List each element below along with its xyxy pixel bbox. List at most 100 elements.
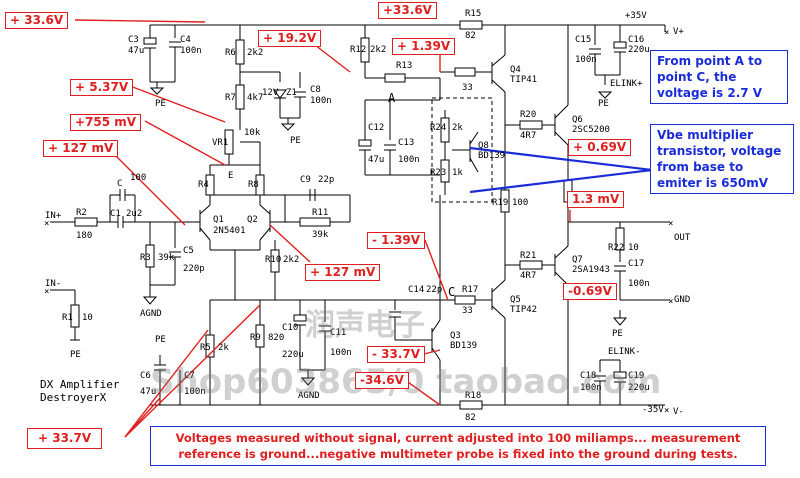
c6-c7 xyxy=(154,355,181,405)
watermark-chinese: 润声电子 xyxy=(305,308,425,343)
svg-text:C14: C14 xyxy=(408,285,424,295)
svg-text:39k: 39k xyxy=(158,253,175,263)
svg-text:PE: PE xyxy=(598,99,609,109)
svg-text:Q3: Q3 xyxy=(450,331,461,341)
svg-text:33: 33 xyxy=(462,83,473,93)
svg-text:R9: R9 xyxy=(250,333,261,343)
svg-text:33: 33 xyxy=(462,306,473,316)
output-lower xyxy=(439,195,569,405)
svg-text:C18: C18 xyxy=(580,371,596,381)
svg-text:220p: 220p xyxy=(183,264,205,274)
component-labels: C3 47u C4 100n PE R6 2k2 R7 4k7 VR1 10k … xyxy=(45,9,691,423)
svg-text:R1: R1 xyxy=(62,313,73,323)
svg-text:R24: R24 xyxy=(430,123,446,133)
svg-text:C16: C16 xyxy=(628,35,644,45)
svg-text:V+: V+ xyxy=(673,27,684,37)
svg-text:R6: R6 xyxy=(225,48,236,58)
svg-text:22p: 22p xyxy=(426,285,442,295)
svg-text:R2: R2 xyxy=(76,208,87,218)
svg-text:×: × xyxy=(664,406,669,416)
svg-text:C13: C13 xyxy=(398,138,414,148)
svg-text:PE: PE xyxy=(155,99,166,109)
svg-text:V-: V- xyxy=(673,407,684,417)
output-node xyxy=(568,221,670,326)
c15-c16 xyxy=(589,25,627,99)
svg-text:4k7: 4k7 xyxy=(247,93,263,103)
svg-text:IN-: IN- xyxy=(45,279,61,289)
voltage-755mv: +755 mV xyxy=(70,114,142,131)
svg-text:82: 82 xyxy=(465,413,476,423)
svg-text:C8: C8 xyxy=(310,85,321,95)
svg-text:2k2: 2k2 xyxy=(247,48,263,58)
svg-text:Q7: Q7 xyxy=(572,255,583,265)
q1-transistor xyxy=(199,195,211,250)
svg-text:100n: 100n xyxy=(580,383,602,393)
svg-text:TIP41: TIP41 xyxy=(510,75,537,85)
svg-text:C6: C6 xyxy=(140,371,151,381)
svg-text:PE: PE xyxy=(70,350,81,360)
feedback-network xyxy=(270,189,351,300)
svg-text:C1: C1 xyxy=(110,209,121,219)
svg-text:47u: 47u xyxy=(368,155,384,165)
svg-text:C11: C11 xyxy=(330,328,346,338)
svg-text:R10: R10 xyxy=(265,255,281,265)
svg-text:R11: R11 xyxy=(312,208,328,218)
svg-text:820: 820 xyxy=(268,333,284,343)
svg-text:100n: 100n xyxy=(180,46,202,56)
svg-text:IN+: IN+ xyxy=(45,211,62,221)
svg-text:C17: C17 xyxy=(628,259,644,269)
svg-text:4R7: 4R7 xyxy=(520,131,536,141)
svg-text:C7: C7 xyxy=(184,371,195,381)
svg-text:Q2: Q2 xyxy=(247,215,258,225)
svg-text:E: E xyxy=(228,171,233,181)
r18-resistor xyxy=(459,400,483,410)
svg-text:Q6: Q6 xyxy=(572,115,583,125)
svg-text:ELINK-: ELINK- xyxy=(608,347,641,357)
svg-text:BD139: BD139 xyxy=(478,151,505,161)
voltage-127mv-left: + 127 mV xyxy=(43,140,119,157)
svg-text:PE: PE xyxy=(612,329,623,339)
svg-text:R17: R17 xyxy=(462,285,478,295)
svg-text:R19: R19 xyxy=(492,198,508,208)
svg-text:47u: 47u xyxy=(128,46,144,56)
svg-text:100n: 100n xyxy=(575,55,597,65)
note-vbe-multiplier: Vbe multiplier transistor, voltage from … xyxy=(650,124,794,194)
svg-text:1k: 1k xyxy=(452,168,463,178)
svg-text:C: C xyxy=(448,285,455,299)
svg-text:-35V: -35V xyxy=(642,405,664,415)
svg-text:R7: R7 xyxy=(225,93,236,103)
svg-text:R15: R15 xyxy=(465,9,481,19)
terminals: × × × × × × xyxy=(44,28,673,416)
svg-text:×: × xyxy=(44,287,49,297)
blue-pointers xyxy=(469,146,653,194)
svg-text:100: 100 xyxy=(130,173,146,183)
svg-text:C19: C19 xyxy=(628,371,644,381)
vas-top xyxy=(360,25,492,100)
svg-text:2N5401: 2N5401 xyxy=(213,226,246,236)
voltage-1-3mv: 1.3 mV xyxy=(567,191,625,208)
input-network xyxy=(50,189,200,341)
svg-text:R20: R20 xyxy=(520,110,536,120)
svg-text:Z1: Z1 xyxy=(286,88,297,98)
svg-text:220u: 220u xyxy=(628,383,650,393)
svg-text:TIP42: TIP42 xyxy=(510,305,537,315)
svg-text:2k: 2k xyxy=(218,343,229,353)
voltage-19-2: + 19.2V xyxy=(258,30,322,47)
svg-text:AGND: AGND xyxy=(298,391,320,401)
svg-text:C4: C4 xyxy=(180,35,191,45)
svg-text:C12: C12 xyxy=(368,123,384,133)
svg-text:A: A xyxy=(388,91,396,105)
svg-text:×: × xyxy=(668,219,673,229)
svg-text:82: 82 xyxy=(465,31,476,41)
c12-c13 xyxy=(358,99,440,176)
svg-text:GND: GND xyxy=(674,295,690,305)
svg-text:R3: R3 xyxy=(140,253,151,263)
positive-rail xyxy=(150,24,666,32)
schematic-title: DX Amplifier DestroyerX xyxy=(40,378,119,404)
title-line-2: DestroyerX xyxy=(40,391,107,404)
svg-text:BD139: BD139 xyxy=(450,341,477,351)
svg-text:R21: R21 xyxy=(520,251,536,261)
svg-text:2u2: 2u2 xyxy=(126,209,142,219)
svg-text:2k: 2k xyxy=(452,123,463,133)
svg-text:180: 180 xyxy=(76,231,92,241)
